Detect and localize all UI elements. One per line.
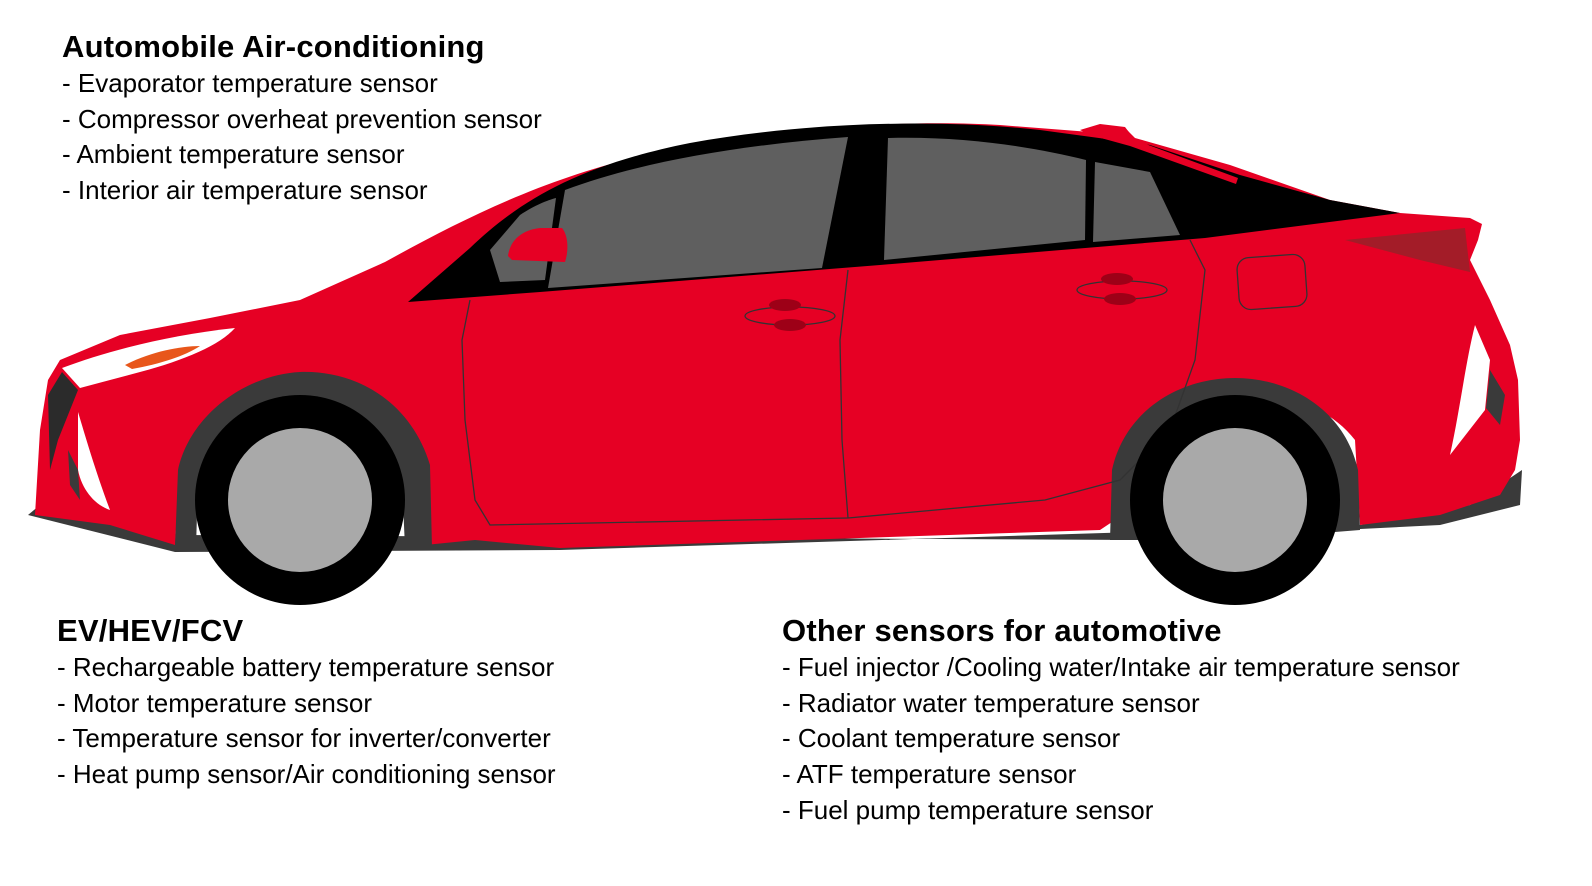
list-item: - Coolant temperature sensor xyxy=(782,723,1121,754)
air-conditioning-title: Automobile Air-conditioning xyxy=(62,29,485,64)
side-mirror xyxy=(508,228,568,262)
ev-hev-fcv-list: - Rechargeable battery temperature senso… xyxy=(57,650,556,793)
list-item: - Rechargeable battery temperature senso… xyxy=(57,652,555,682)
fuel-cap xyxy=(1236,253,1308,311)
list-item: - Temperature sensor for inverter/conver… xyxy=(57,723,551,754)
list-item: - Evaporator temperature sensor xyxy=(62,68,438,98)
fog-light-front xyxy=(78,412,110,510)
door-handle-rear xyxy=(744,299,836,331)
rear-wheel xyxy=(195,395,405,605)
other-sensors-list: - Fuel injector /Cooling water/Intake ai… xyxy=(782,650,1460,829)
other-sensors-title: Other sensors for automotive xyxy=(782,613,1222,648)
list-item: - Compressor overheat prevention sensor xyxy=(62,103,542,134)
list-item: - Fuel pump temperature sensor xyxy=(782,794,1154,825)
front-door-window xyxy=(884,137,1086,260)
door-line-mid xyxy=(839,269,849,519)
ev-hev-fcv-title: EV/HEV/FCV xyxy=(57,613,244,648)
list-item: - Ambient temperature sensor xyxy=(62,139,405,170)
fog-light-front-outline xyxy=(68,450,80,500)
tail-light-upper xyxy=(1345,228,1470,272)
front-wheel xyxy=(1130,395,1340,605)
list-item: - Fuel injector /Cooling water/Intake ai… xyxy=(782,652,1460,682)
front-grille xyxy=(48,372,78,470)
list-item: - Interior air temperature sensor xyxy=(62,175,428,206)
door-line-rear xyxy=(461,299,849,526)
headlight-amber xyxy=(125,346,200,369)
list-item: - ATF temperature sensor xyxy=(782,759,1077,790)
list-item: - Heat pump sensor/Air conditioning sens… xyxy=(57,759,556,790)
other-sensors-group: Other sensors for automotive - Fuel inje… xyxy=(782,612,1460,829)
air-conditioning-group: Automobile Air-conditioning - Evaporator… xyxy=(62,28,542,209)
roof-spoiler xyxy=(1080,124,1238,184)
windshield xyxy=(1093,162,1180,242)
door-handle-front xyxy=(1076,273,1168,305)
tail-light-lower-shadow xyxy=(1486,370,1505,425)
ev-hev-fcv-group: EV/HEV/FCV - Rechargeable battery temper… xyxy=(57,612,556,793)
air-conditioning-list: - Evaporator temperature sensor - Compre… xyxy=(62,66,542,209)
list-item: - Radiator water temperature sensor xyxy=(782,687,1200,718)
rear-door-window xyxy=(548,137,848,288)
tail-light-lower xyxy=(1450,325,1490,455)
list-item: - Motor temperature sensor xyxy=(57,687,373,718)
